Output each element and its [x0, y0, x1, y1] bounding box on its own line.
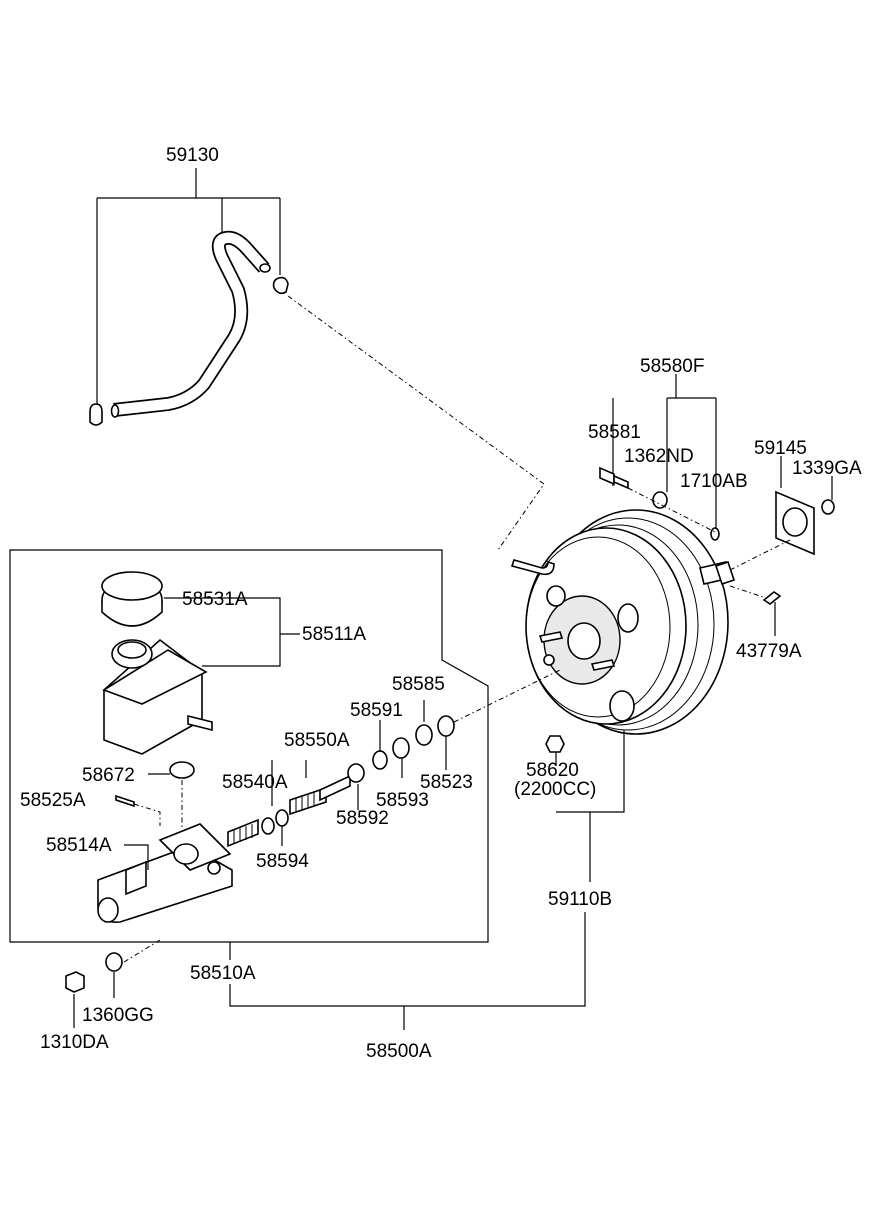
label-1362nd: 1362ND [624, 446, 694, 467]
label-1310da: 1310DA [40, 1032, 109, 1053]
label-58581: 58581 [588, 422, 641, 443]
label-58672: 58672 [82, 765, 135, 786]
label-58511a: 58511A [302, 624, 366, 645]
label-58591: 58591 [350, 700, 403, 721]
label-58594: 58594 [256, 851, 309, 872]
brake-booster [510, 509, 736, 735]
label-59110b: 59110B [548, 889, 612, 910]
label-58585: 58585 [392, 674, 445, 695]
label-58540a: 58540A [222, 772, 288, 793]
label-58550a: 58550A [284, 730, 350, 751]
label-43779a: 43779A [736, 641, 802, 662]
label-1710ab: 1710AB [680, 471, 748, 492]
reservoir-cap [101, 571, 163, 627]
label-58580f: 58580F [640, 356, 704, 377]
label-58593: 58593 [376, 790, 429, 811]
grommet-part [169, 761, 195, 779]
nut-1310da-part [65, 971, 85, 993]
label-59130: 59130 [166, 145, 219, 166]
label-58510a: 58510A [190, 963, 256, 984]
fluid-reservoir [102, 638, 213, 755]
piston-and-seal-set [227, 715, 455, 848]
vacuum-hose-assembly [89, 168, 289, 426]
master-cylinder-group-frame [9, 549, 489, 943]
washer-part [105, 952, 123, 972]
label-58514a: 58514A [46, 835, 112, 856]
label-1360gg: 1360GG [82, 1005, 154, 1026]
label-1339ga: 1339GA [792, 458, 862, 479]
label-2200cc: (2200CC) [514, 779, 596, 800]
hose-connection-line [287, 295, 545, 551]
label-58523: 58523 [420, 772, 473, 793]
pin-part [115, 794, 135, 808]
label-58525a: 58525A [20, 790, 86, 811]
booster-small-parts [599, 456, 835, 636]
label-58620: 58620 [526, 760, 579, 781]
label-58500a: 58500A [366, 1041, 432, 1062]
master-cylinder-body [97, 823, 233, 923]
label-58531a: 58531A [182, 589, 248, 610]
nut-part [545, 735, 565, 753]
label-58592: 58592 [336, 808, 389, 829]
label-59145: 59145 [754, 438, 807, 459]
